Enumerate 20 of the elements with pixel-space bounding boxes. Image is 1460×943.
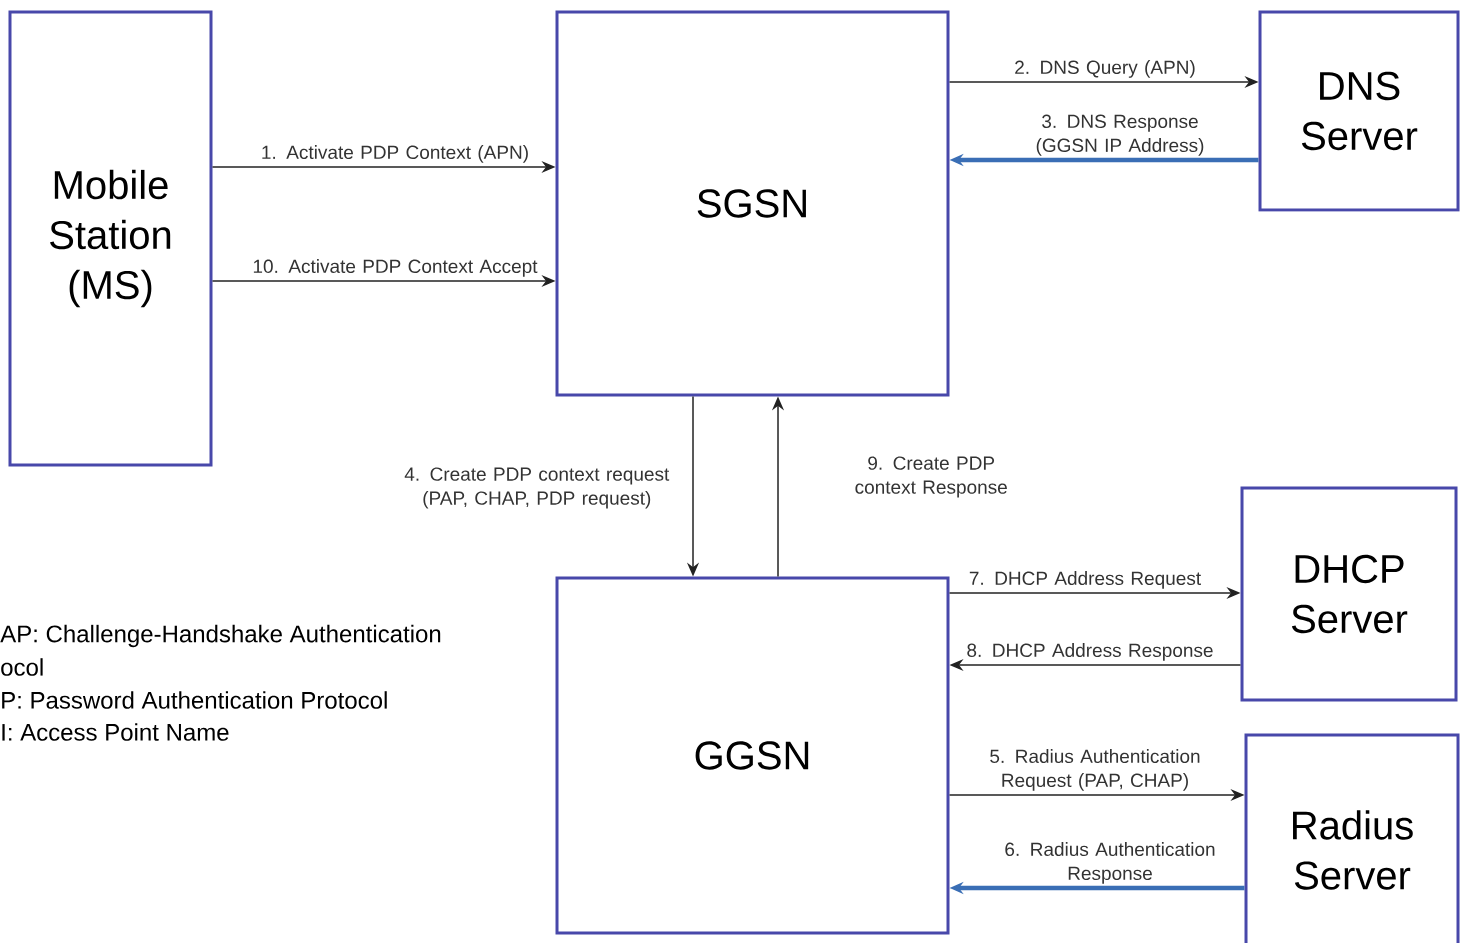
edge-label: 5. Radius Authentication Request (PAP, CHAP) <box>990 749 1200 791</box>
network-box: GGSN <box>555 576 950 935</box>
network-box: Radius Server <box>1244 733 1460 943</box>
edge-label: 6. Radius Authentication Response <box>1005 842 1215 884</box>
network-box: SGSN <box>555 10 950 397</box>
note-text: I: Access Point Name <box>2 723 229 741</box>
network-box: DNS Server <box>1258 10 1460 212</box>
network-box: Mobile Station (MS) <box>8 10 213 467</box>
edge-label: 8. DHCP Address Response <box>967 643 1213 661</box>
note-text: AP: Challenge-Handshake Authentication <box>0 624 441 648</box>
edge-label: 1. Activate PDP Context (APN) <box>262 145 528 163</box>
network-box: DHCP Server <box>1240 486 1458 702</box>
edge-label: 10. Activate PDP Context Accept <box>253 259 538 277</box>
note-text: P: Password Authentication Protocol <box>2 691 387 709</box>
edge-label: 7. DHCP Address Request <box>969 571 1201 589</box>
note-text: ocol <box>1 658 43 676</box>
edge-label: 3. DNS Response (GGSN IP Address) <box>1036 114 1204 156</box>
edge-label: 2. DNS Query (APN) <box>1015 60 1195 78</box>
edge-label: 4. Create PDP context request (PAP, CHAP, PDP request) <box>404 467 670 509</box>
edge-label: 9. Create PDP context Response <box>855 456 1007 498</box>
